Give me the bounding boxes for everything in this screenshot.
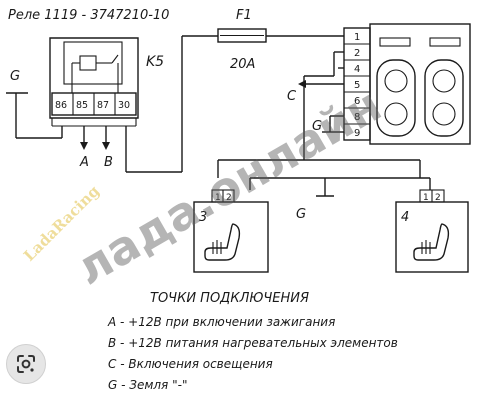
heater4-body [395,201,469,273]
ground-left-label: G [10,69,20,84]
heater3-pin-1: 1 [215,193,221,203]
switch-button-left [376,59,416,137]
relay-designator: K5 [146,54,164,70]
lens-search-button[interactable] [6,344,46,384]
relay-pin-86: 86 [55,100,67,111]
legend-item-b: B - +12В питания нагревательных элементо… [108,336,398,350]
switch-indicator-right [429,37,461,47]
switch-body [369,23,471,145]
seat-heater-4: 1 2 4 [395,189,469,273]
heater3-pin-2: 2 [226,193,232,203]
fuse-rating: 20A [230,57,255,72]
heater3-body [193,201,269,273]
legend: ТОЧКИ ПОДКЛЮЧЕНИЯ A - +12В при включении… [107,291,398,392]
legend-title: ТОЧКИ ПОДКЛЮЧЕНИЯ [150,291,309,306]
switch-pin-8: 8 [354,112,360,123]
heater4-number: 4 [401,210,409,225]
heater4-pin-1: 1 [423,193,429,203]
relay-k5: 86 85 87 30 [49,37,139,127]
switch-label-g: G [312,119,322,134]
c-arrow [298,80,306,88]
relay-coil [79,55,97,71]
seat-icon [204,223,241,261]
relay-title: Реле 1119 - 3747210-10 [8,8,169,23]
output-b-label: B [104,155,113,170]
legend-item-a: A - +12В при включении зажигания [107,315,335,329]
relay-coil-frame [63,41,123,85]
switch-label-c: C [287,89,297,104]
relay-body [49,37,139,119]
switch-pin-6: 6 [354,96,360,107]
switch-pin-2: 2 [354,48,360,59]
output-b-arrow [102,142,110,150]
ground-mid-label: G [296,207,306,222]
legend-item-g: G - Земля "-" [108,378,187,392]
relay-pin-87: 87 [97,100,109,111]
relay-pin-30: 30 [118,100,130,111]
switch-button-right [424,59,464,137]
switch-pin-9: 9 [354,128,360,139]
switch-block: 1 2 4 5 6 8 9 [343,23,471,145]
heater3-number: 3 [199,210,207,225]
output-a-arrow [80,142,88,150]
output-a-label: A [79,155,89,170]
seat-heater-3: 1 2 3 [193,189,269,273]
seat-icon [413,223,450,261]
relay-pin-85: 85 [76,100,88,111]
switch-pin-5: 5 [354,80,360,91]
relay-contact [111,54,119,64]
legend-item-c: C - Включения освещения [108,357,273,371]
google-lens-icon [17,355,35,373]
heater4-pin-2: 2 [435,193,441,203]
switch-pin-1: 1 [354,32,360,43]
switch-pin-4: 4 [354,64,360,75]
fuse-designator: F1 [236,8,252,23]
switch-indicator-left [379,37,411,47]
